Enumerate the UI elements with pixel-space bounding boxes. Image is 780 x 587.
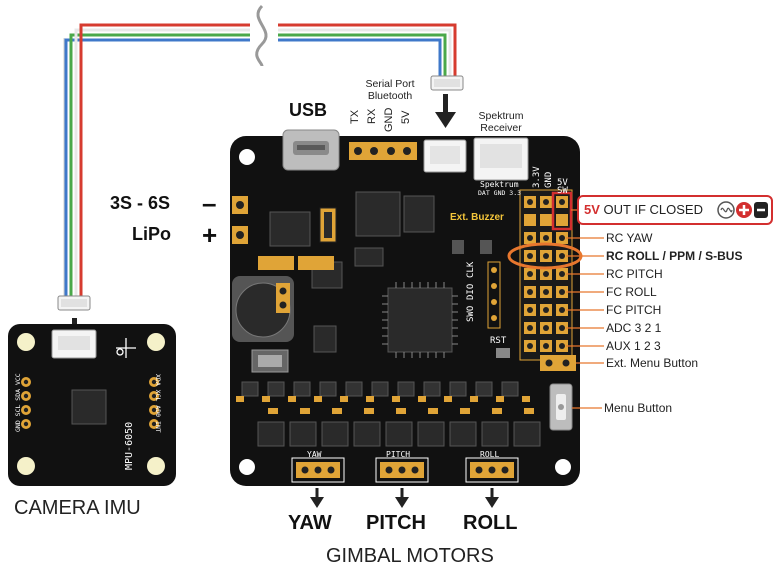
axis-icon xyxy=(116,338,136,358)
aux-label: AUX 1 2 3 xyxy=(606,339,661,353)
rc-roll-label: RC ROLL / PPM / S-BUS xyxy=(606,249,743,263)
header-sw-silk: SW xyxy=(557,186,568,196)
plus-symbol: + xyxy=(202,220,218,250)
battery-type-label: LiPo xyxy=(132,224,171,244)
rc-pitch-label: RC PITCH xyxy=(606,267,663,281)
chip xyxy=(269,191,453,353)
serial-pin-gnd: GND xyxy=(383,107,395,132)
gimbal-motors-caption: GIMBAL MOTORS xyxy=(326,545,494,567)
header-33v-silk: 3.3V xyxy=(532,166,542,188)
header-gnd-silk: GND xyxy=(544,171,554,188)
5v-jumper-highlight xyxy=(551,191,573,231)
serial-pin-5v: 5V xyxy=(400,110,412,124)
usb-label: USB xyxy=(289,100,328,120)
serial-pin-tx: TX xyxy=(349,109,361,124)
ext-menu-button-label: Ext. Menu Button xyxy=(606,356,699,370)
5v-out-label: 5V OUT IF CLOSED xyxy=(584,202,703,217)
arrow-down-icon xyxy=(435,94,456,128)
5v-label: 5V xyxy=(584,202,600,217)
spektrum-pins-silk: DAT GND 3.3 xyxy=(478,189,522,197)
serial-port-label-line2: Bluetooth xyxy=(367,90,413,102)
out-if-closed-label: OUT IF CLOSED xyxy=(603,202,703,217)
rc-header-pins xyxy=(519,189,573,361)
serial-port-label: Serial Port Bluetooth xyxy=(353,78,427,102)
imu-model-silk: MPU-6050 xyxy=(124,421,135,470)
imu-pins-right-silk: XDA XCL AD0 INT xyxy=(154,374,162,433)
roll-motor-label: ROLL xyxy=(463,512,518,534)
menu-button-label: Menu Button xyxy=(604,401,673,415)
menu-button-part xyxy=(549,383,573,431)
roll-silk: ROLL xyxy=(480,450,500,459)
dio-silk: DIO xyxy=(466,283,476,300)
rc-yaw-label: RC YAW xyxy=(606,231,653,245)
spektrum-label: Spektrum Receiver xyxy=(468,110,534,134)
imu-pins-left-silk: GND SCL SDA VCC xyxy=(14,373,22,432)
imu-cable-plug xyxy=(57,295,91,311)
pitch-motor-label: PITCH xyxy=(366,512,426,534)
yaw-silk: YAW xyxy=(307,450,322,459)
ext-buzzer-silk: Ext. Buzzer xyxy=(450,212,504,223)
adc-label: ADC 3 2 1 xyxy=(606,321,662,335)
minus-symbol: – xyxy=(202,188,217,218)
imu-cable xyxy=(64,23,457,300)
clk-silk: CLK xyxy=(466,261,476,278)
serial-port-label-line1: Serial Port xyxy=(365,78,415,90)
usb-connector xyxy=(282,129,340,171)
warning-icons xyxy=(717,201,768,219)
fc-roll-label: FC ROLL xyxy=(606,285,657,299)
camera-imu-caption: CAMERA IMU xyxy=(14,497,141,519)
motor-pads xyxy=(296,462,514,478)
rst-silk: RST xyxy=(490,336,507,346)
header-5v-silk: 5V xyxy=(557,178,568,188)
swo-silk: SWO xyxy=(466,305,476,322)
motor-drivers xyxy=(241,381,519,397)
spektrum-label-line2: Receiver xyxy=(480,122,522,134)
serial-cable-plug xyxy=(430,75,464,91)
fc-pitch-label: FC PITCH xyxy=(606,303,662,317)
spektrum-silk: Spektrum xyxy=(480,180,519,189)
pitch-silk: PITCH xyxy=(386,450,411,459)
yaw-motor-label: YAW xyxy=(288,512,332,534)
spektrum-label-line1: Spektrum xyxy=(478,110,524,122)
serial-pin-rx: RX xyxy=(366,108,378,124)
serial-port-pads xyxy=(349,142,417,160)
cable-break-icon xyxy=(250,4,278,67)
battery-label: 3S - 6S xyxy=(110,193,171,213)
